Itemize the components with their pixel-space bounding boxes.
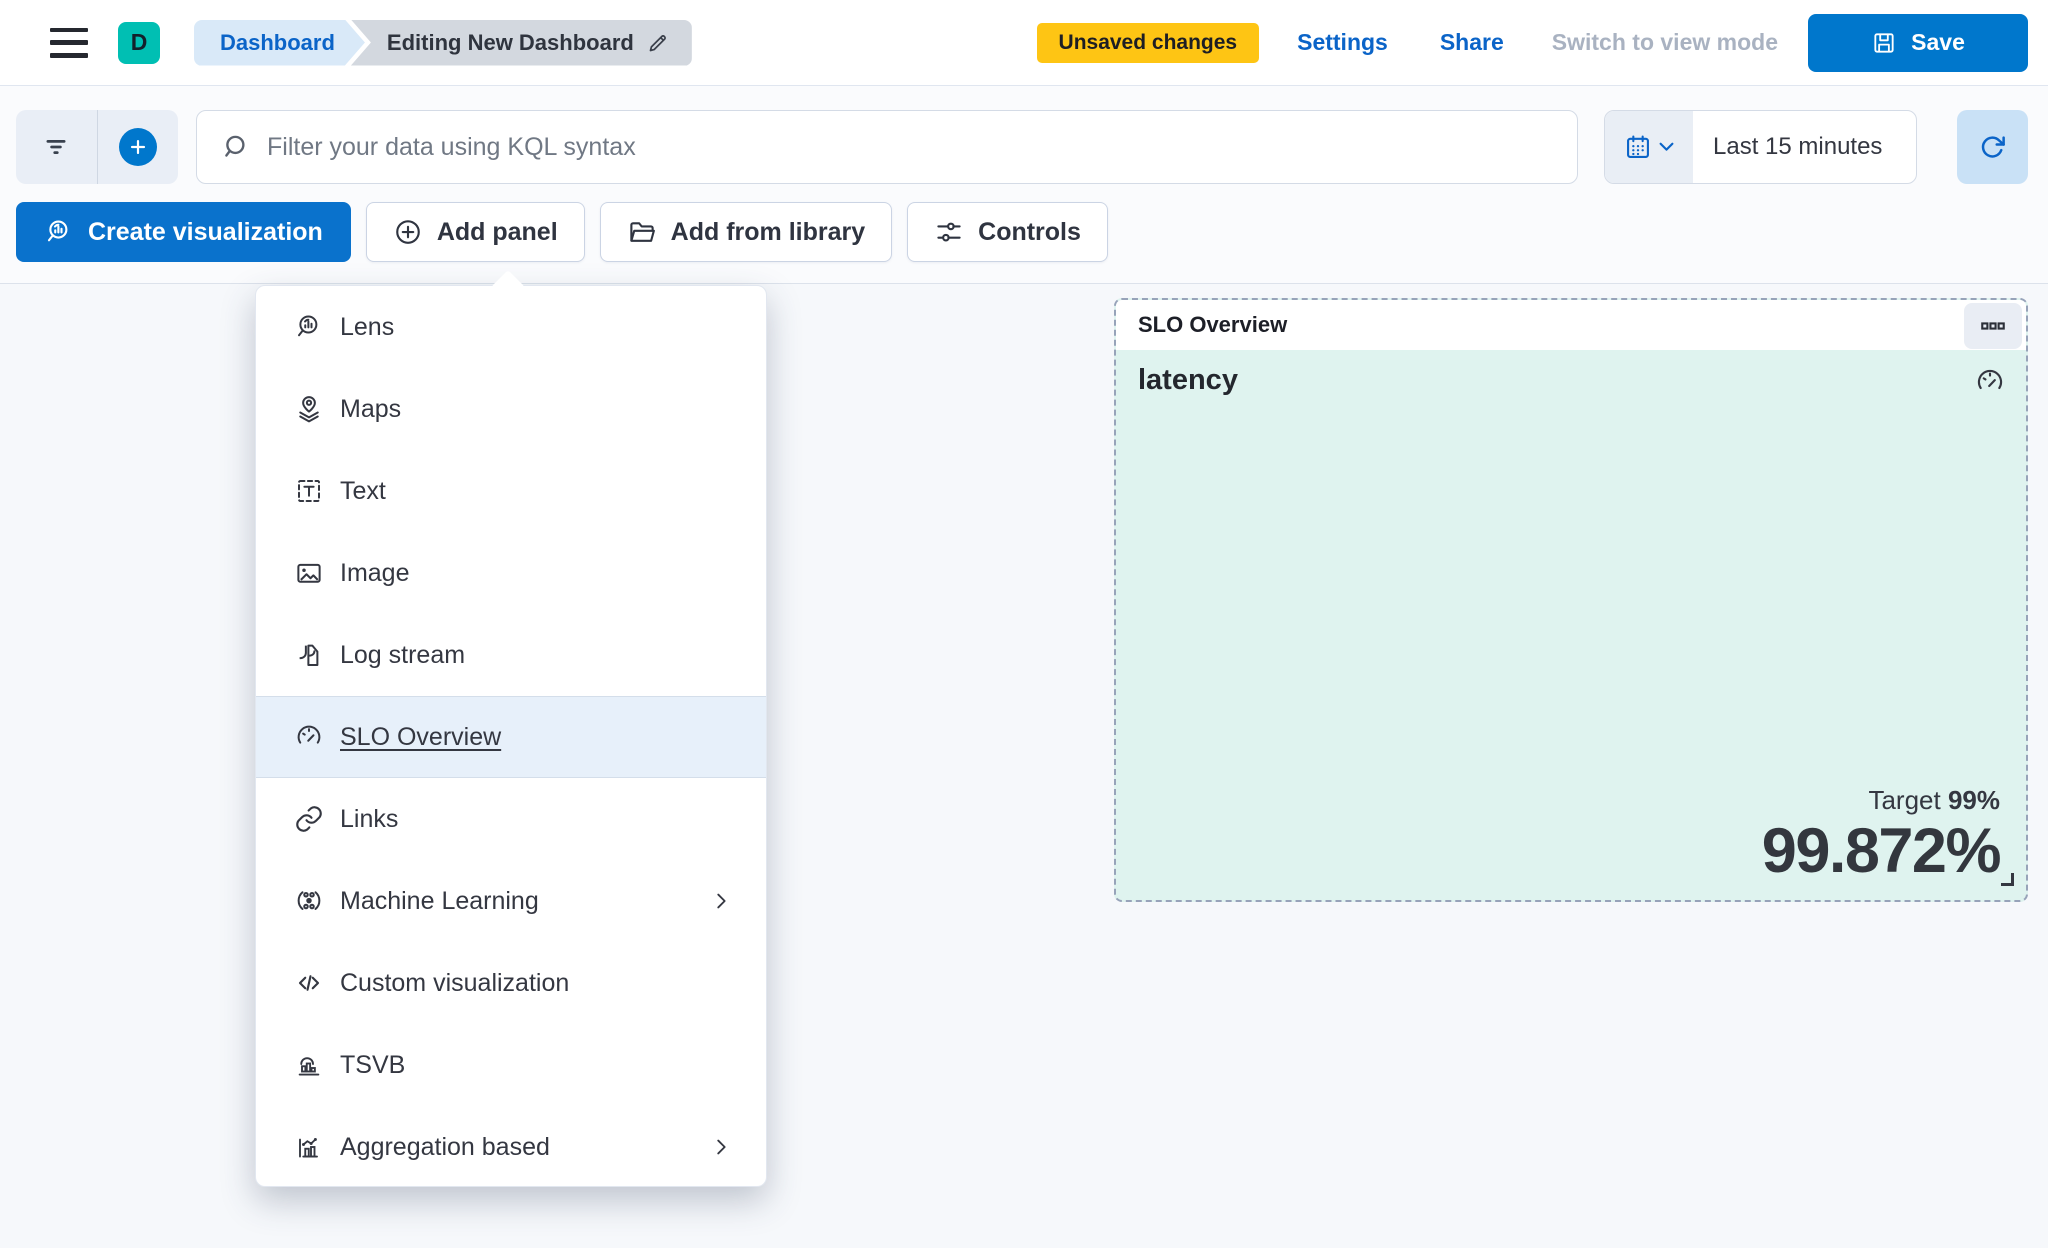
- time-range-value[interactable]: Last 15 minutes: [1713, 133, 1883, 160]
- filter-icon: [41, 132, 71, 162]
- refresh-button[interactable]: [1957, 110, 2028, 184]
- controls-label: Controls: [978, 217, 1081, 246]
- lens-icon: [44, 217, 74, 247]
- slo-overview-panel: SLO Overview latency: [1114, 298, 2028, 902]
- text-icon: [294, 476, 324, 506]
- menu-hamburger-icon[interactable]: [50, 27, 88, 58]
- calendar-icon: [1624, 133, 1652, 161]
- chevron-down-icon: [1659, 142, 1674, 152]
- save-button-label: Save: [1911, 29, 1965, 55]
- tsvb-icon: [294, 1050, 324, 1080]
- menu-item-label: Lens: [340, 312, 395, 341]
- query-bar: Last 15 minutes: [16, 110, 2028, 184]
- time-picker: Last 15 minutes: [1604, 110, 1917, 184]
- menu-item-label: Custom visualization: [340, 968, 570, 997]
- lens-icon: [294, 312, 324, 342]
- menu-item-machine-learning[interactable]: Machine Learning: [256, 860, 766, 942]
- menu-item-links[interactable]: Links: [256, 778, 766, 860]
- menu-item-label: Links: [340, 804, 399, 833]
- boxes-horizontal-icon: [1979, 312, 2007, 340]
- settings-link[interactable]: Settings: [1297, 29, 1388, 55]
- slo-metric: Target 99% 99.872%: [1761, 785, 2002, 886]
- breadcrumb-dashboard[interactable]: Dashboard: [194, 20, 365, 66]
- menu-item-label: Machine Learning: [340, 886, 539, 915]
- menu-item-custom-visualization[interactable]: Custom visualization: [256, 942, 766, 1024]
- gauge-icon: [1974, 366, 2006, 398]
- slo-target-label: Target: [1868, 784, 1948, 815]
- menu-item-label: Image: [340, 558, 410, 587]
- chevron-right-icon: [710, 1136, 732, 1158]
- search-icon: [221, 132, 251, 162]
- folder-icon: [627, 217, 657, 247]
- top-navigation-bar: D Dashboard Editing New Dashboard Unsave…: [0, 0, 2048, 86]
- image-icon: [294, 558, 324, 588]
- maps-icon: [294, 394, 324, 424]
- menu-item-maps[interactable]: Maps: [256, 368, 766, 450]
- menu-item-slo-overview[interactable]: SLO Overview: [256, 696, 766, 778]
- create-visualization-label: Create visualization: [88, 217, 323, 246]
- menu-item-image[interactable]: Image: [256, 532, 766, 614]
- menu-item-label: Text: [340, 476, 386, 505]
- add-panel-menu: Lens Maps Text: [255, 285, 767, 1187]
- share-link[interactable]: Share: [1439, 29, 1504, 55]
- menu-item-tsvb[interactable]: TSVB: [256, 1024, 766, 1106]
- aggregation-icon: [294, 1132, 324, 1162]
- menu-item-label: Maps: [340, 394, 402, 423]
- panel-resize-handle[interactable]: [2001, 873, 2014, 886]
- kql-search-input[interactable]: [267, 132, 1577, 162]
- plus-in-circle-outline-icon: [393, 217, 423, 247]
- toolbar-canvas-divider: [0, 283, 2048, 284]
- pencil-icon: [646, 31, 670, 55]
- slo-panel-body: latency Target 99% 99.872%: [1116, 350, 2026, 900]
- save-button[interactable]: Save: [1808, 13, 2028, 72]
- add-from-library-label: Add from library: [670, 217, 866, 246]
- controls-button[interactable]: Controls: [907, 202, 1108, 262]
- menu-item-label: SLO Overview: [340, 722, 502, 751]
- slo-observed-value: 99.872%: [1761, 815, 2002, 886]
- menu-item-aggregation-based[interactable]: Aggregation based: [256, 1106, 766, 1188]
- add-panel-button[interactable]: Add panel: [365, 202, 585, 262]
- menu-item-lens[interactable]: Lens: [256, 286, 766, 368]
- save-icon: [1871, 30, 1897, 56]
- add-filter-button[interactable]: [98, 110, 179, 184]
- menu-item-text[interactable]: Text: [256, 450, 766, 532]
- chevron-right-icon: [710, 890, 732, 912]
- machine-learning-icon: [294, 886, 324, 916]
- avatar[interactable]: D: [118, 21, 160, 64]
- slo-panel-header: SLO Overview: [1116, 300, 2026, 350]
- slo-target-line: Target 99%: [1762, 785, 2000, 816]
- create-visualization-button[interactable]: Create visualization: [16, 202, 351, 262]
- unsaved-changes-badge: Unsaved changes: [1036, 22, 1260, 63]
- log-stream-icon: [294, 640, 324, 670]
- switch-to-view-mode-link[interactable]: Switch to view mode: [1551, 29, 1778, 55]
- dashboard-toolbar: Create visualization Add panel Add from …: [16, 202, 1108, 262]
- filter-controls-group: [16, 110, 178, 184]
- menu-item-label: Aggregation based: [340, 1132, 550, 1161]
- time-picker-calendar-button[interactable]: [1605, 111, 1693, 183]
- breadcrumb-editing-dashboard[interactable]: Editing New Dashboard: [350, 19, 692, 66]
- refresh-icon: [1978, 132, 2008, 162]
- menu-item-label: Log stream: [340, 640, 466, 669]
- plus-in-circle-icon: [118, 128, 157, 166]
- add-from-library-button[interactable]: Add from library: [599, 202, 893, 262]
- panel-options-button[interactable]: [1964, 303, 2022, 349]
- slo-name: latency: [1138, 364, 1238, 396]
- controls-sliders-icon: [934, 217, 964, 247]
- add-panel-label: Add panel: [436, 217, 558, 246]
- code-icon: [294, 968, 324, 998]
- kql-search-box: [196, 110, 1578, 184]
- slo-target-value: 99%: [1947, 784, 2000, 815]
- breadcrumb: Dashboard Editing New Dashboard: [194, 19, 692, 66]
- link-icon: [294, 804, 324, 834]
- menu-item-label: TSVB: [340, 1050, 406, 1079]
- gauge-icon: [294, 722, 324, 752]
- menu-item-log-stream[interactable]: Log stream: [256, 614, 766, 696]
- filter-button[interactable]: [16, 110, 98, 184]
- slo-panel-title: SLO Overview: [1138, 312, 1288, 337]
- breadcrumb-editing-label: Editing New Dashboard: [386, 29, 634, 55]
